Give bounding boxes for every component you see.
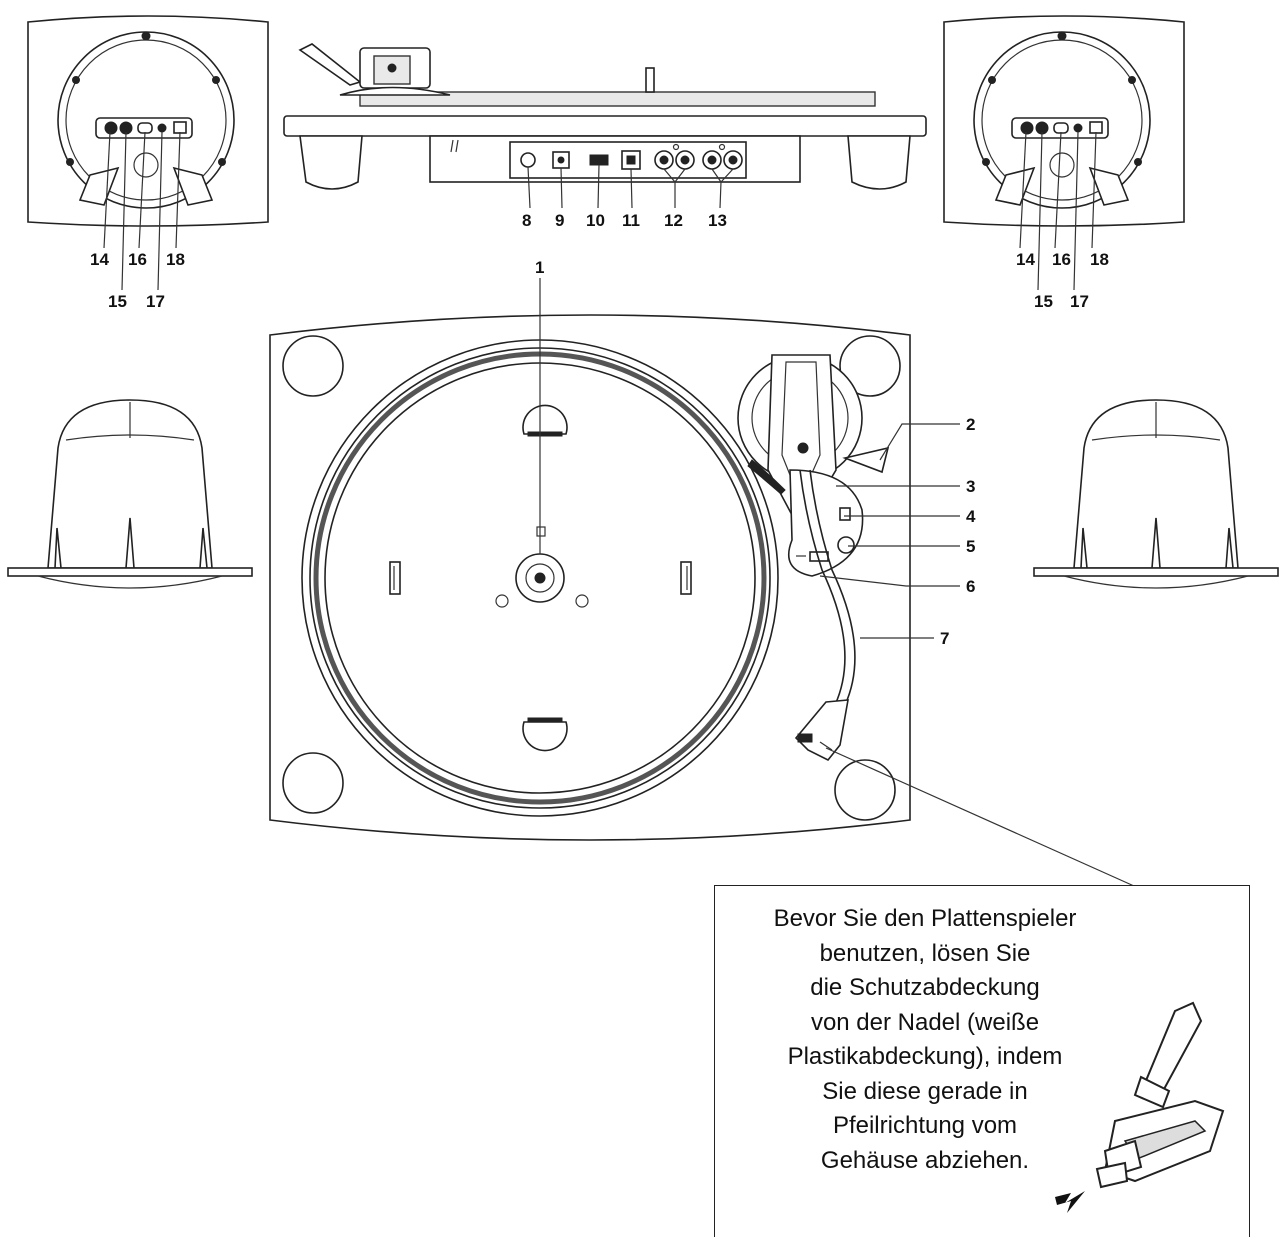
callout-2: 2 [966, 415, 975, 434]
callout-18-left: 18 [166, 250, 185, 269]
note-text: Bevor Sie den Plattenspieler benutzen, l… [715, 902, 1135, 1178]
callout-14-right: 14 [1016, 250, 1035, 269]
note-line: Plastikabdeckung), indem [787, 1043, 1063, 1070]
note-line: Bevor Sie den Plattenspieler [773, 905, 1077, 932]
callout-5: 5 [966, 537, 975, 556]
callout-9: 9 [555, 211, 564, 230]
callout-13: 13 [708, 211, 727, 230]
callout-7: 7 [940, 629, 949, 648]
callout-16-right: 16 [1052, 250, 1071, 269]
callout-11: 11 [622, 211, 640, 230]
turntable-back-view [283, 43, 927, 209]
left-speaker-back [27, 15, 269, 291]
callout-3: 3 [966, 477, 975, 496]
right-speaker-side [1033, 399, 1279, 589]
stylus-cover-note: Bevor Sie den Plattenspieler benutzen, l… [714, 885, 1250, 1237]
note-line: von der Nadel (weiße [810, 1008, 1040, 1036]
callout-15-right: 15 [1034, 292, 1053, 311]
callout-1: 1 [535, 258, 544, 277]
callout-14-left: 14 [90, 250, 109, 269]
callout-10: 10 [586, 211, 605, 230]
cartridge-illustration [1055, 1001, 1225, 1213]
note-line: Gehäuse abziehen. [820, 1146, 1030, 1174]
note-line: Pfeilrichtung vom [832, 1112, 1018, 1139]
note-line: benutzen, lösen Sie [819, 939, 1031, 967]
left-speaker-side [7, 399, 253, 589]
callout-15-left: 15 [108, 292, 127, 311]
turntable-top-view [269, 314, 911, 841]
arrow-icon [1055, 1191, 1085, 1213]
callout-12: 12 [664, 211, 683, 230]
right-speaker-back [943, 15, 1185, 291]
callout-6: 6 [966, 577, 975, 596]
callout-16-left: 16 [128, 250, 147, 269]
note-line: Sie diese gerade in [822, 1077, 1028, 1105]
callout-18-right: 18 [1090, 250, 1109, 269]
note-line: die Schutzabdeckung [810, 974, 1040, 1001]
callout-8: 8 [522, 211, 531, 230]
callout-17-right: 17 [1070, 292, 1089, 311]
callout-17-left: 17 [146, 292, 165, 311]
callout-4: 4 [966, 507, 976, 526]
